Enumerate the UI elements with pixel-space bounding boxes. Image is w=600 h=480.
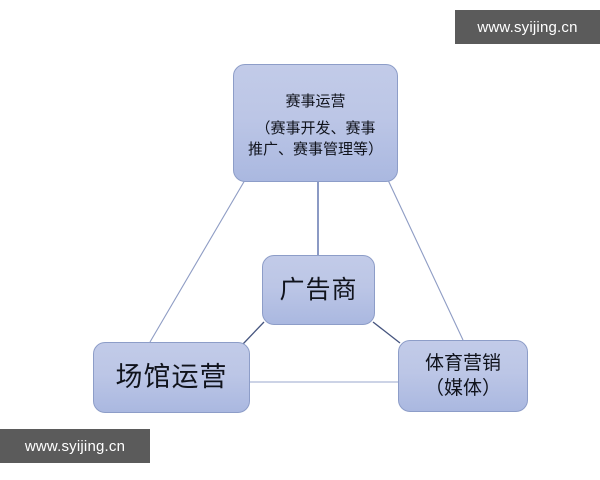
node-venue-operations[interactable]: 场馆运营	[93, 342, 250, 413]
connector-advertiser-to-venue	[242, 321, 265, 345]
node-sports-marketing-subtitle: （媒体）	[424, 377, 501, 399]
node-event-operations[interactable]: 赛事运营 （赛事开发、赛事 推广、赛事管理等）	[233, 64, 398, 182]
node-sports-marketing-title: 体育营销	[424, 353, 501, 375]
watermark-bottom-left: www.syijing.cn	[0, 429, 150, 463]
node-event-operations-title: 赛事运营	[285, 92, 346, 110]
node-event-operations-detail-line-1: （赛事开发、赛事	[255, 119, 376, 137]
node-event-operations-detail-line-2: 推广、赛事管理等）	[247, 141, 383, 159]
node-sports-marketing[interactable]: 体育营销 （媒体）	[398, 340, 528, 412]
connector-event-to-marketing	[387, 179, 464, 341]
node-advertiser[interactable]: 广告商	[262, 255, 375, 325]
connector-advertiser-to-marketing	[372, 321, 401, 344]
connector-event-to-venue	[149, 179, 246, 343]
node-venue-operations-title: 场馆运营	[115, 362, 228, 393]
watermark-top-right: www.syijing.cn	[455, 10, 600, 44]
node-advertiser-title: 广告商	[279, 275, 358, 304]
